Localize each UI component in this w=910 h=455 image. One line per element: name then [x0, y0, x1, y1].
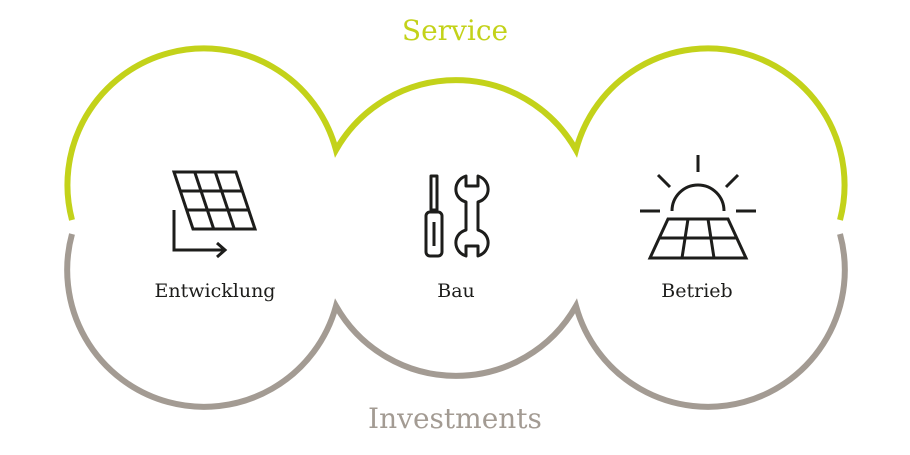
sun-solar-panel-icon: [640, 155, 756, 260]
service-arc: [64, 45, 848, 221]
service-label: Service: [401, 14, 509, 47]
screwdriver-wrench-icon: [424, 174, 490, 258]
step-label-entwicklung: Entwicklung: [154, 280, 276, 302]
step-label-betrieb: Betrieb: [661, 280, 733, 302]
investments-label: Investments: [368, 402, 542, 435]
investments-arc: [64, 233, 848, 410]
step-label-bau: Bau: [437, 280, 475, 302]
solar-panel-arrow-icon: [171, 170, 258, 259]
